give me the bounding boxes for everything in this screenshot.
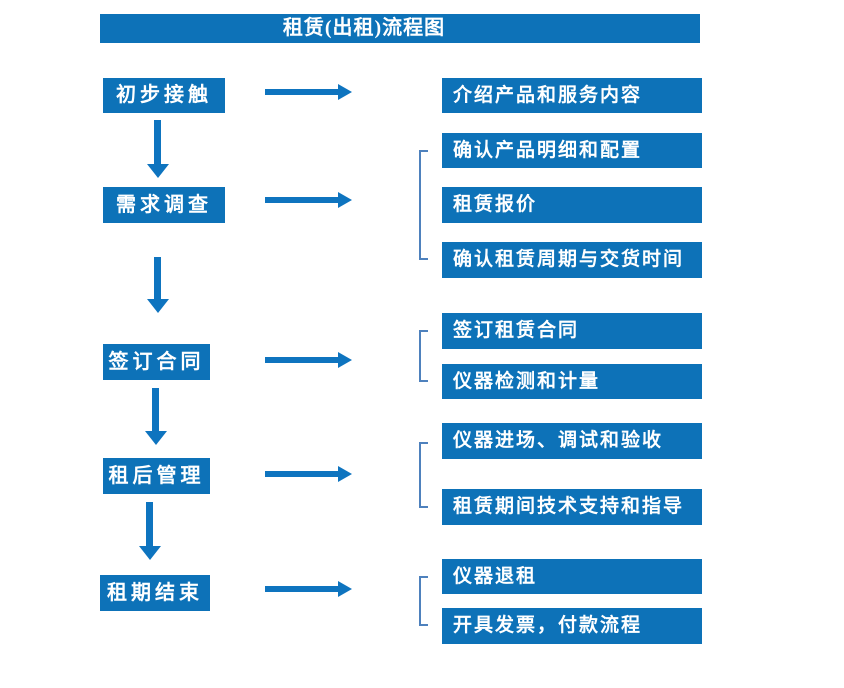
arrow-head [139,546,161,560]
output-box-introduce-products: 介绍产品和服务内容 [442,78,702,113]
right-arrow-icon [265,581,352,597]
step-box-post-rental-management: 租后管理 [103,458,210,494]
arrow-head [145,431,167,445]
arrow-head [338,352,352,368]
step-box-initial-contact: 初步接触 [103,78,225,113]
arrow-shaft [146,502,153,546]
output-box-sign-rental-contract: 签订租赁合同 [442,313,702,349]
arrow-head [147,299,169,313]
step-box-lease-end: 租期结束 [100,575,210,611]
arrow-shaft [265,197,339,203]
arrow-head [338,192,352,208]
down-arrow-icon [145,388,167,445]
arrow-head [338,466,352,482]
output-box-invoice-payment: 开具发票，付款流程 [442,608,702,644]
step-box-demand-survey: 需求调查 [103,187,225,223]
arrow-shaft [154,257,161,299]
group-bracket [419,330,428,382]
arrow-head [147,164,169,178]
arrow-shaft [265,586,339,592]
arrow-head [338,581,352,597]
group-bracket [419,150,428,260]
arrow-shaft [152,388,159,431]
group-bracket [419,442,428,508]
output-box-instrument-setup-acceptance: 仪器进场、调试和验收 [442,423,702,459]
arrow-shaft [265,357,339,363]
arrow-shaft [154,120,161,164]
down-arrow-icon [147,120,169,178]
group-bracket [419,576,428,626]
right-arrow-icon [265,466,352,482]
arrow-shaft [265,471,339,477]
step-box-sign-contract: 签订合同 [103,344,210,380]
right-arrow-icon [265,84,352,100]
arrow-shaft [265,89,339,95]
arrow-head [338,84,352,100]
output-box-rental-quote: 租赁报价 [442,187,702,223]
down-arrow-icon [139,502,161,560]
output-box-confirm-rental-period: 确认租赁周期与交货时间 [442,242,702,278]
output-box-confirm-product-details: 确认产品明细和配置 [442,133,702,168]
right-arrow-icon [265,192,352,208]
output-box-instrument-return: 仪器退租 [442,559,702,594]
output-box-technical-support: 租赁期间技术支持和指导 [442,489,702,525]
output-box-instrument-testing: 仪器检测和计量 [442,364,702,399]
down-arrow-icon [147,257,169,313]
page-title: 租赁(出租)流程图 [100,14,700,43]
right-arrow-icon [265,352,352,368]
